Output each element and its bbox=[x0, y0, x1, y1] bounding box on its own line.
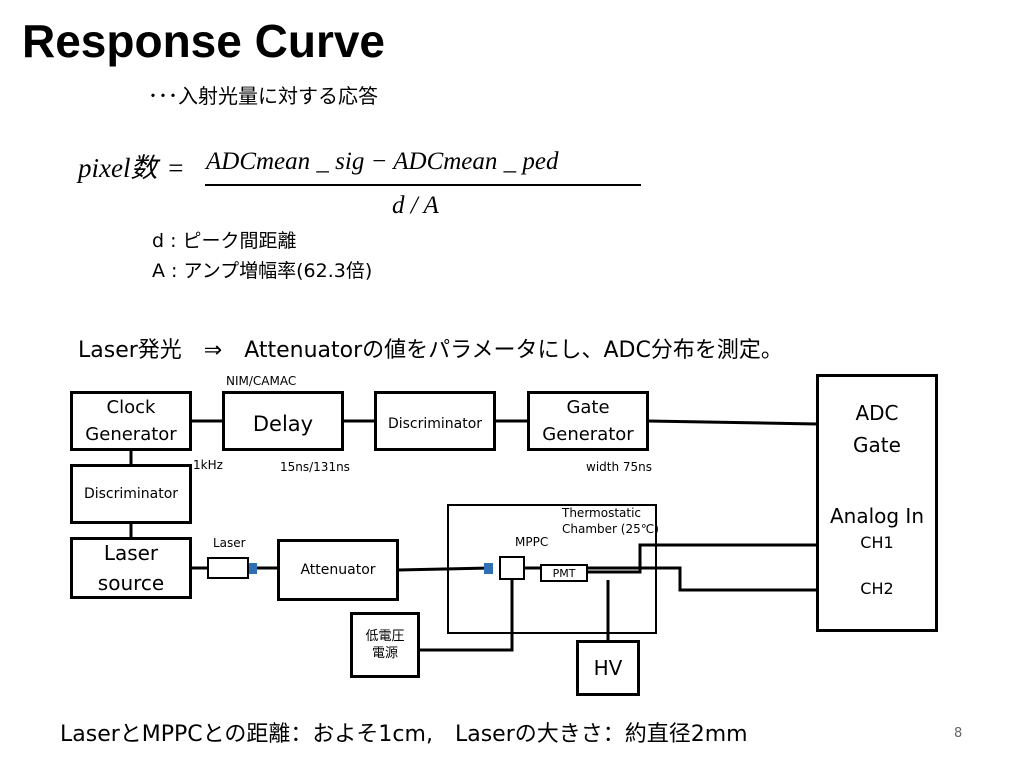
pmt-box: PMT bbox=[540, 564, 588, 582]
chamber-label-line2: Chamber (25℃) bbox=[562, 522, 659, 536]
low-voltage-supply-box: 低電圧 電源 bbox=[350, 612, 420, 678]
attenuator-box: Attenuator bbox=[277, 539, 399, 601]
chamber-label-line1: Thermostatic bbox=[562, 506, 642, 520]
low-voltage-line2: 電源 bbox=[371, 646, 398, 661]
thermostatic-chamber-box bbox=[447, 504, 657, 634]
discriminator-left-label: Discriminator bbox=[83, 486, 179, 502]
page-subtitle: ･･･入射光量に対する応答 bbox=[148, 84, 378, 108]
adc-gate-label: Gate bbox=[853, 433, 901, 457]
attenuator-label: Attenuator bbox=[300, 562, 376, 578]
formula-denominator: d / A bbox=[392, 192, 439, 219]
gate-generator-box: Gate Generator bbox=[527, 391, 649, 451]
laser-source-line2: source bbox=[97, 571, 165, 595]
clock-generator-box: Clock Generator bbox=[70, 391, 192, 451]
fraction-line bbox=[205, 184, 641, 186]
laser-head-label: Laser bbox=[213, 536, 246, 550]
frequency-label: 1kHz bbox=[193, 458, 223, 472]
mppc-box bbox=[499, 556, 525, 580]
adc-label: ADC bbox=[855, 401, 899, 425]
discriminator-left-box: Discriminator bbox=[70, 464, 192, 524]
delay-label: Delay bbox=[252, 412, 314, 436]
laser-head-box bbox=[207, 557, 249, 579]
delay-time-label: 15ns/131ns bbox=[280, 460, 350, 474]
adc-ch2-label: CH2 bbox=[860, 579, 894, 598]
formula-lhs-text: pixel数 bbox=[78, 153, 158, 183]
pmt-label: PMT bbox=[552, 566, 576, 580]
hv-box: HV bbox=[576, 640, 640, 696]
page-title: Response Curve bbox=[22, 15, 386, 67]
gate-width-label: width 75ns bbox=[586, 460, 653, 474]
formula-equals: = bbox=[168, 153, 184, 183]
footer-note: LaserとMPPCとの距離：およそ1cm, Laserの大きさ：約直径2mm bbox=[60, 722, 748, 747]
discriminator-top-label: Discriminator bbox=[387, 416, 483, 432]
gate-generator-line1: Gate bbox=[566, 397, 610, 418]
laser-source-line1: Laser bbox=[103, 541, 159, 565]
delay-box: Delay bbox=[222, 391, 344, 451]
formula-numerator: ADCmean _ sig − ADCmean _ ped bbox=[206, 148, 559, 175]
clock-generator-line1: Clock bbox=[106, 397, 156, 418]
chamber-label: Thermostatic Chamber (25℃) bbox=[562, 505, 659, 537]
measurement-statement: Laser発光 ⇒ Attenuatorの値をパラメータにし、ADC分布を測定。 bbox=[78, 338, 783, 363]
nim-camac-label: NIM/CAMAC bbox=[226, 374, 297, 388]
mppc-label: MPPC bbox=[515, 535, 549, 549]
low-voltage-line1: 低電圧 bbox=[365, 629, 405, 644]
definition-a: A : アンプ増幅率(62.3倍) bbox=[152, 260, 373, 282]
laser-source-box: Laser source bbox=[70, 537, 192, 599]
adc-analog-in-label: Analog In bbox=[829, 504, 925, 528]
hv-label: HV bbox=[593, 656, 623, 680]
adc-box: ADC Gate Analog In CH1 CH2 bbox=[816, 374, 938, 632]
definition-d: d : ピーク間距離 bbox=[152, 230, 297, 252]
discriminator-top-box: Discriminator bbox=[374, 391, 496, 451]
adc-ch1-label: CH1 bbox=[860, 533, 894, 552]
clock-generator-line2: Generator bbox=[85, 424, 177, 445]
formula-lhs: pixel数 = bbox=[78, 146, 183, 185]
page-number: 8 bbox=[954, 726, 963, 741]
mppc-connector-icon bbox=[484, 563, 493, 574]
laser-connector-icon bbox=[248, 563, 257, 574]
gate-generator-line2: Generator bbox=[542, 424, 634, 445]
